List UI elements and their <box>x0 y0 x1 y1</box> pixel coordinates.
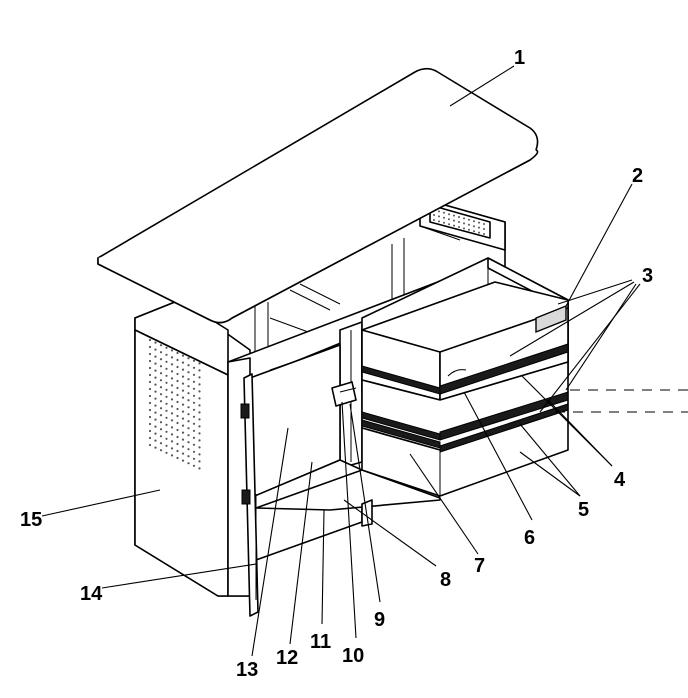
callout-labels: 1 2 3 4 5 6 7 8 9 10 11 12 13 14 15 <box>20 47 653 681</box>
reference-lines <box>555 389 688 413</box>
callout-8: 8 <box>440 569 451 591</box>
kick-plate <box>255 469 441 527</box>
callout-3: 3 <box>642 265 653 287</box>
callout-2: 2 <box>632 165 643 187</box>
drawer-assembly <box>361 281 569 497</box>
counter-top <box>97 67 539 324</box>
callout-7: 7 <box>474 555 485 577</box>
callout-9: 9 <box>374 609 385 631</box>
callout-12: 12 <box>276 647 298 669</box>
callout-10: 10 <box>342 645 364 667</box>
callout-5: 5 <box>578 499 589 521</box>
side-panel <box>134 299 251 597</box>
callout-1: 1 <box>514 47 525 69</box>
rear-vent-panel <box>429 204 491 239</box>
callout-4: 4 <box>614 469 626 491</box>
callout-6: 6 <box>524 527 535 549</box>
callout-11: 11 <box>310 631 331 653</box>
leader-lines <box>41 65 641 657</box>
hinge-bracket <box>331 381 357 407</box>
callout-14: 14 <box>80 583 103 605</box>
callout-15: 15 <box>20 509 42 531</box>
callout-13: 13 <box>236 659 258 681</box>
